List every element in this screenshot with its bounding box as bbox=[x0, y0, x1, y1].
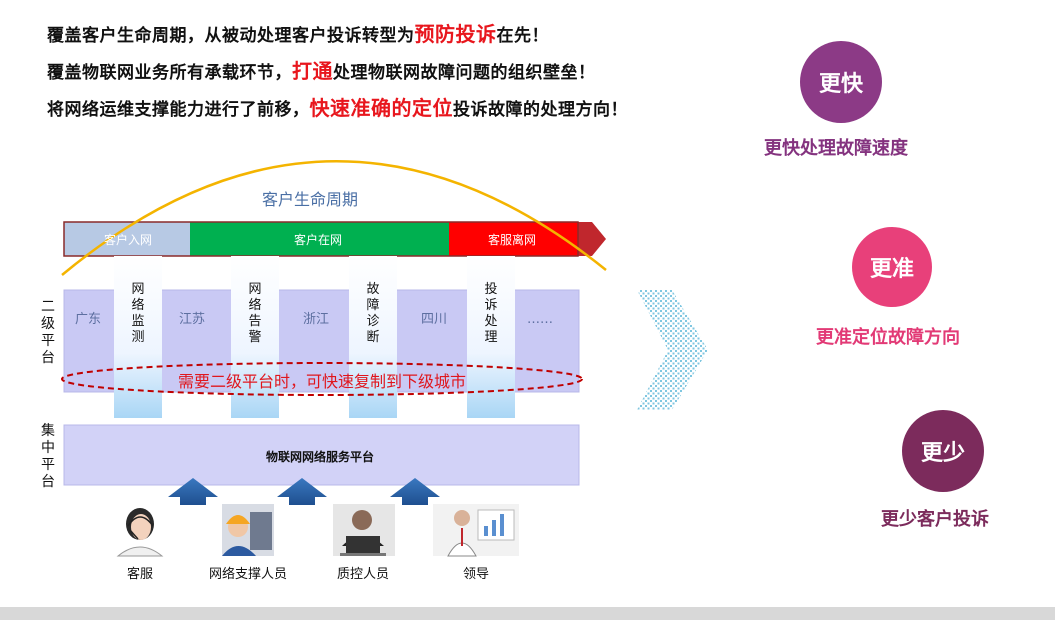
result-circle-fewer: 更少 bbox=[902, 410, 984, 492]
function-label-char: 断 bbox=[366, 330, 379, 345]
stage-label-leave: 客服离网 bbox=[488, 232, 536, 247]
result-label-fewer: 更少客户投诉 bbox=[881, 509, 989, 530]
headline-2: 覆盖物联网业务所有承载环节，打通处理物联网故障问题的组织壁垒！ bbox=[47, 59, 596, 83]
province-label: 江苏 bbox=[179, 311, 205, 327]
function-label-char: 网 bbox=[131, 282, 144, 297]
level2-platform-label: 台 bbox=[41, 350, 55, 366]
replicate-note: 需要二级平台时，可快速复制到下级城市 bbox=[178, 372, 466, 391]
stage-active bbox=[190, 222, 449, 256]
stage-arrow-tip bbox=[578, 222, 606, 256]
user-role-label: 网络支撑人员 bbox=[209, 566, 287, 582]
up-arrow bbox=[277, 478, 327, 505]
function-label-char: 故 bbox=[366, 282, 379, 297]
level2-platform-label: 级 bbox=[41, 316, 55, 332]
customer-service-icon bbox=[116, 508, 164, 557]
stage-leave bbox=[449, 222, 578, 256]
level2-platform-label: 平 bbox=[41, 333, 55, 349]
central-platform-side-label: 台 bbox=[41, 474, 55, 490]
function-label-char: 监 bbox=[131, 314, 144, 329]
function-label-char: 网 bbox=[248, 282, 261, 297]
user-role-label: 领导 bbox=[463, 567, 489, 582]
function-label-char: 处 bbox=[484, 314, 497, 329]
result-label-accurate: 更准定位故障方向 bbox=[816, 327, 960, 348]
result-circle-accurate: 更准 bbox=[852, 227, 932, 307]
result-label-faster: 更快处理故障速度 bbox=[764, 138, 908, 159]
function-label-char: 警 bbox=[248, 329, 261, 345]
headline-3: 将网络运维支撑能力进行了前移，快速准确的定位投诉故障的处理方向！ bbox=[47, 96, 628, 120]
function-label-char: 障 bbox=[366, 298, 379, 313]
function-column bbox=[349, 256, 397, 418]
result-circle-faster: 更快 bbox=[800, 41, 882, 123]
stage-label-onboard: 客户入网 bbox=[104, 232, 152, 247]
central-platform-side-label: 平 bbox=[41, 457, 55, 473]
function-label-char: 诊 bbox=[366, 314, 379, 329]
user-role-label: 客服 bbox=[127, 566, 153, 582]
up-arrow bbox=[390, 478, 440, 505]
function-label-char: 络 bbox=[248, 297, 261, 313]
headline-1: 覆盖客户生命周期，从被动处理客户投诉转型为预防投诉在先！ bbox=[47, 22, 549, 46]
dotted-chevron-arrow bbox=[637, 290, 708, 410]
province-label: 四川 bbox=[421, 312, 447, 327]
function-label-char: 络 bbox=[131, 297, 144, 313]
up-arrow bbox=[168, 478, 218, 505]
network-support-icon bbox=[222, 504, 274, 556]
lifecycle-curve bbox=[61, 160, 607, 276]
function-label-char: 告 bbox=[248, 314, 261, 329]
user-role-label: 质控人员 bbox=[337, 567, 389, 582]
function-label-char: 投 bbox=[484, 281, 497, 297]
replicate-ellipse bbox=[61, 362, 583, 396]
function-label-char: 测 bbox=[131, 330, 144, 345]
central-platform-label: 物联网网络服务平台 bbox=[266, 449, 374, 464]
province-label: 浙江 bbox=[303, 312, 329, 327]
function-column bbox=[231, 256, 279, 418]
stage-label-active: 客户在网 bbox=[294, 232, 342, 247]
leader-icon bbox=[433, 504, 519, 557]
province-label: 广东 bbox=[75, 312, 101, 327]
bottom-bar bbox=[0, 607, 1055, 620]
quality-control-icon bbox=[333, 504, 395, 556]
central-platform-side-label: 中 bbox=[41, 440, 55, 456]
central-platform-side-label: 集 bbox=[41, 422, 55, 439]
architecture-diagram: 客户生命周期 客户入网 客户在网 客服离网 需要二级平台时，可快速复制到下级城市… bbox=[41, 160, 708, 582]
level2-platform-label: 二 bbox=[41, 299, 55, 315]
central-platform-band bbox=[63, 424, 580, 486]
function-label-char: 理 bbox=[484, 330, 497, 345]
lifecycle-title: 客户生命周期 bbox=[262, 190, 358, 209]
province-label: …… bbox=[527, 312, 553, 327]
function-label-char: 诉 bbox=[484, 298, 497, 313]
